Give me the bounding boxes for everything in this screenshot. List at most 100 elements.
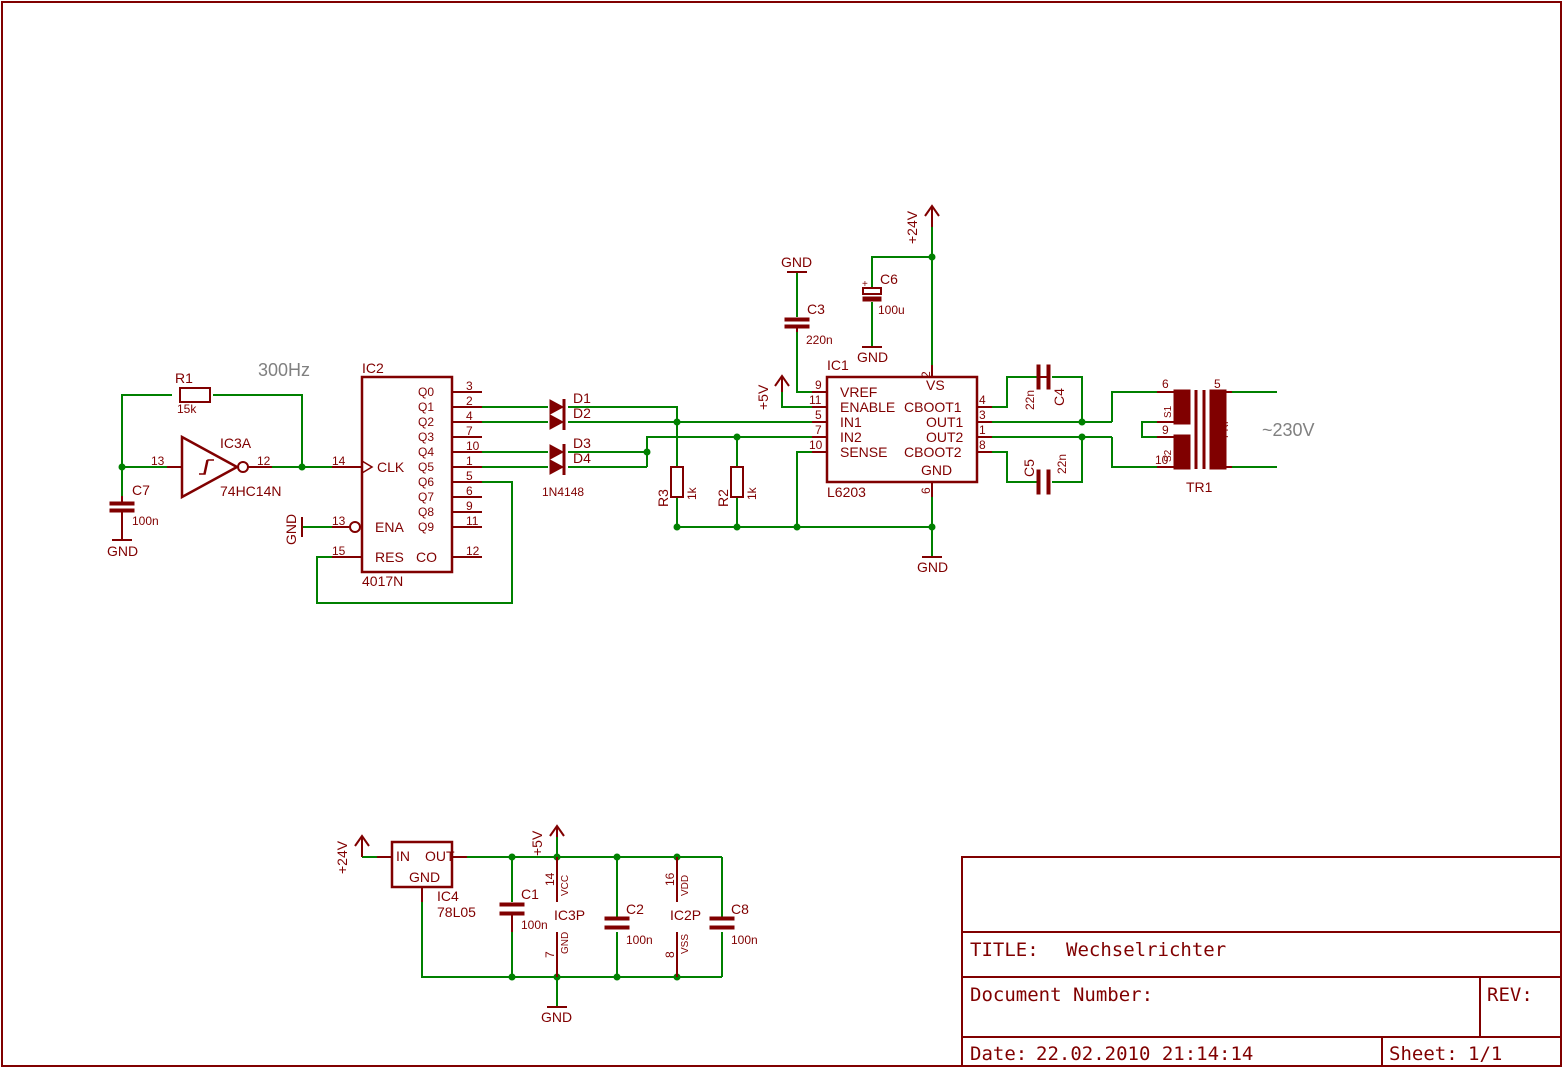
pins-gnd7: 7: [543, 951, 557, 958]
capacitor-c8: C8 100n: [709, 901, 758, 947]
labels-tr1: TR1: [1186, 479, 1213, 495]
supply-5v-ic1: +5V: [755, 374, 790, 410]
inverter-ic3a: IC3A 74HC14N 13 12: [151, 434, 281, 500]
pins-p13a: 13: [151, 454, 165, 468]
title-value: Wechselrichter: [1066, 939, 1226, 961]
pins-in2: 7: [815, 423, 822, 437]
pins-cboot1: 4: [979, 393, 986, 407]
labels-ic2-ena: ENA: [375, 519, 404, 535]
pins-tr1: 1: [1214, 453, 1221, 467]
pins-co: 12: [466, 544, 480, 558]
labels-gnd-c3: GND: [781, 254, 812, 270]
labels-ic2-q5: Q5: [418, 460, 434, 474]
date-label: Date:: [970, 1043, 1027, 1065]
pins-q2: 4: [466, 409, 473, 423]
labels-ic2-q9: Q9: [418, 520, 434, 534]
labels-ic1-cboot2: CBOOT2: [904, 444, 962, 460]
labels-ic2p: IC2P: [670, 907, 701, 923]
labels-ic2: IC2: [362, 360, 384, 376]
pins-cboot2: 8: [979, 438, 986, 452]
pins-q7: 6: [466, 484, 473, 498]
labels-ic3p: IC3P: [554, 907, 585, 923]
labels-ic4: IC4: [437, 888, 459, 904]
labels-d2: D2: [573, 405, 591, 421]
labels-d3: D3: [573, 435, 591, 451]
capacitor-c5: C5 22n: [1021, 454, 1069, 495]
pins-enable: 11: [809, 393, 822, 407]
capacitor-c1: C1 100n: [499, 886, 548, 932]
labels-ic1-enable: ENABLE: [840, 399, 895, 415]
labels-ic4-out: OUT: [425, 848, 455, 864]
labels-c4: C4: [1051, 388, 1067, 406]
labels-gnd-c7: GND: [107, 543, 138, 559]
pins-out1: 3: [979, 408, 986, 422]
diode-d2: D2: [549, 405, 591, 430]
labels-ic3p-gnd: GND: [560, 932, 571, 954]
resistor-r3: R3 1k: [655, 466, 699, 507]
diode-d1: D1: [549, 390, 591, 415]
capacitor-c7: C7 100n GND: [107, 482, 159, 559]
ground-reg: GND: [541, 1006, 572, 1025]
labels-c7: C7: [132, 482, 150, 498]
regulator-ic4: IN OUT GND IC4 78L05: [377, 840, 476, 920]
resistor-r2: R2 1k: [715, 466, 759, 507]
pins-q9: 11: [466, 514, 479, 528]
pins-q8: 9: [466, 499, 473, 513]
pins-out2: 1: [979, 423, 986, 437]
labels-ic1-in2: IN2: [840, 429, 862, 445]
pins-vdd16: 16: [663, 872, 677, 886]
pins-q0: 3: [466, 379, 473, 393]
labels-c4-val: 22n: [1023, 390, 1037, 410]
counter-ic2: IC2 4017N CLK 14 ENA 13 RES 15 CO 12: [283, 360, 482, 589]
labels-r3-val: 1k: [685, 486, 699, 500]
pins-p12a: 12: [257, 454, 271, 468]
labels-ic2-q3: Q3: [418, 430, 434, 444]
pins-q4: 10: [466, 439, 480, 453]
pins-tr5: 5: [1214, 377, 1221, 391]
labels-ic2p-vss: VSS: [680, 934, 691, 954]
pins-vref: 9: [815, 378, 822, 392]
labels-ic2-res: RES: [375, 549, 404, 565]
labels-p5-reg: +5V: [529, 830, 545, 856]
svg-text:+: +: [862, 279, 868, 290]
labels-ic1-out1: OUT1: [926, 414, 964, 430]
labels-ic3p-vcc: VCC: [560, 875, 571, 896]
labels-ic2p-vdd: VDD: [680, 875, 691, 896]
labels-r2: R2: [715, 489, 731, 507]
labels-ic2-type: 4017N: [362, 573, 403, 589]
ic2-q-pins: Q0 Q1 Q2 Q3 Q4 Q5 Q6 Q7 Q8 Q9 3 2 4 7 10…: [418, 379, 482, 534]
labels-gnd-reg: GND: [541, 1009, 572, 1025]
labels-c3: C3: [807, 301, 825, 317]
labels-ic1-sense: SENSE: [840, 444, 887, 460]
transformer-tr1: 6 5 9 10 1 S1 S2 PRI TR1: [1155, 377, 1232, 495]
labels-tr-s2: S2: [1163, 449, 1174, 462]
labels-r2-val: 1k: [745, 486, 759, 500]
capacitor-c6: + C6 100u GND: [857, 271, 905, 365]
labels-c1-val: 100n: [521, 918, 548, 932]
sheet-value: 1/1: [1468, 1043, 1502, 1065]
labels-r3: R3: [655, 489, 671, 507]
labels-ic1-cboot1: CBOOT1: [904, 399, 962, 415]
labels-r1: R1: [175, 370, 193, 386]
power-pins-ic2p: 16 VDD IC2P 8 VSS: [663, 857, 701, 977]
labels-c5-val: 22n: [1055, 454, 1069, 474]
labels-tr-pri: PRI: [1220, 421, 1231, 438]
labels-ic1-vref: VREF: [840, 384, 877, 400]
labels-d4: D4: [573, 450, 591, 466]
labels-c1: C1: [521, 886, 539, 902]
capacitor-c3: GND C3 220n: [781, 254, 833, 347]
labels-c6: C6: [880, 271, 898, 287]
pins-p14: 14: [332, 454, 346, 468]
labels-ic2-q1: Q1: [418, 400, 434, 414]
labels-ic1: IC1: [827, 357, 849, 373]
labels-gnd-c6: GND: [857, 349, 888, 365]
labels-ic2-q8: Q8: [418, 505, 434, 519]
pins-p13b: 13: [332, 514, 346, 528]
pins-q3: 7: [466, 424, 473, 438]
labels-ic1-type: L6203: [827, 484, 866, 500]
labels-c2: C2: [626, 901, 644, 917]
labels-ic2-q7: Q7: [418, 490, 434, 504]
labels-ic2-q0: Q0: [418, 385, 434, 399]
supply-24v-top: +24V: [904, 204, 940, 244]
